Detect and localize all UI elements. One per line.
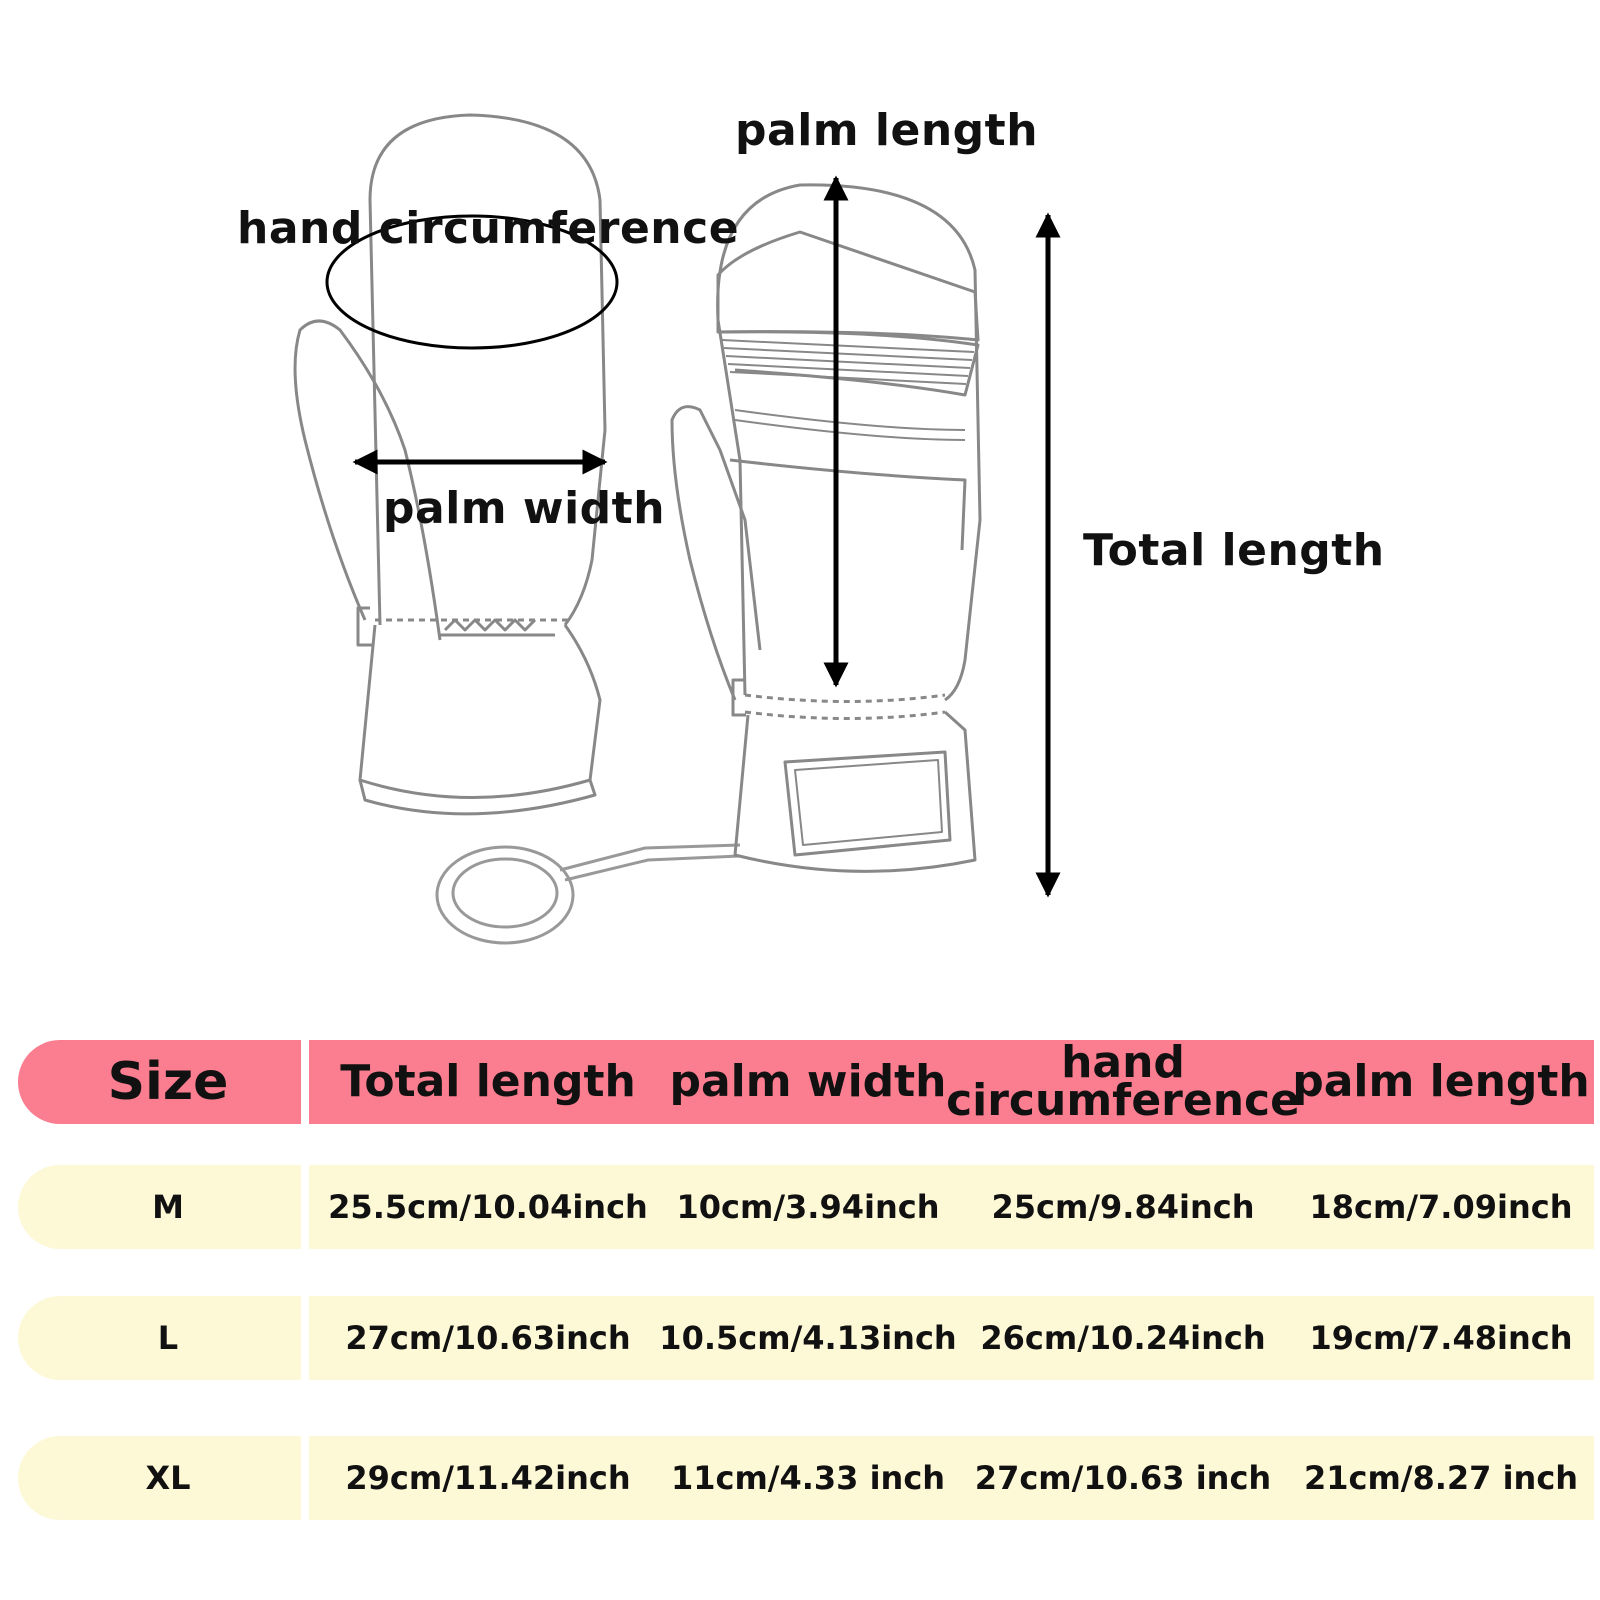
palm-length-cell: 19cm/7.48inch (1309, 1319, 1573, 1357)
palm-length-cell: 21cm/8.27 inch (1303, 1459, 1579, 1497)
label-total-length: Total length (1083, 525, 1385, 576)
label-palm-length: palm length (735, 105, 1039, 156)
palm-width-cell: 10.5cm/4.13inch (659, 1319, 957, 1357)
hand-circumference-ellipse (325, 214, 619, 350)
label-palm-width: palm width (383, 483, 666, 534)
total-length-cell: 29cm/11.42inch (345, 1459, 631, 1497)
hand-circumference-cell: 25cm/9.84inch (991, 1188, 1255, 1226)
table-row: XL 29cm/11.42inch 11cm/4.33 inch 27cm/10… (18, 1436, 1594, 1520)
palm-length-cell: 18cm/7.09inch (1309, 1188, 1573, 1226)
palm-width-cell: 10cm/3.94inch (676, 1188, 940, 1226)
header-hand-circumference: hand circumference (946, 1037, 1300, 1126)
total-length-cell: 27cm/10.63inch (345, 1319, 631, 1357)
size-cell: M (152, 1188, 184, 1226)
total-length-cell: 25.5cm/10.04inch (328, 1188, 648, 1226)
label-hand-circumference: hand circumference (237, 203, 740, 254)
size-cell: L (157, 1319, 179, 1357)
table-header-row: Size Total length palm width hand circum… (18, 1040, 1594, 1124)
table-row: L 27cm/10.63inch 10.5cm/4.13inch 26cm/10… (18, 1296, 1594, 1380)
palm-width-cell: 11cm/4.33 inch (670, 1459, 946, 1497)
table-row: M 25.5cm/10.04inch 10cm/3.94inch 25cm/9.… (18, 1165, 1594, 1249)
size-cell: XL (145, 1459, 191, 1497)
hand-circumference-cell: 26cm/10.24inch (980, 1319, 1266, 1357)
header-palm-width: palm width (669, 1056, 947, 1107)
left-mitten-outline (293, 113, 607, 816)
header-size: Size (107, 1052, 229, 1112)
header-total-length: Total length (340, 1056, 636, 1107)
header-palm-length: palm length (1292, 1056, 1590, 1107)
glove-measurement-diagram (293, 113, 1061, 945)
wrist-leash (435, 843, 741, 945)
right-mitten-outline (670, 183, 982, 873)
hand-circumference-cell: 27cm/10.63 inch (974, 1459, 1272, 1497)
